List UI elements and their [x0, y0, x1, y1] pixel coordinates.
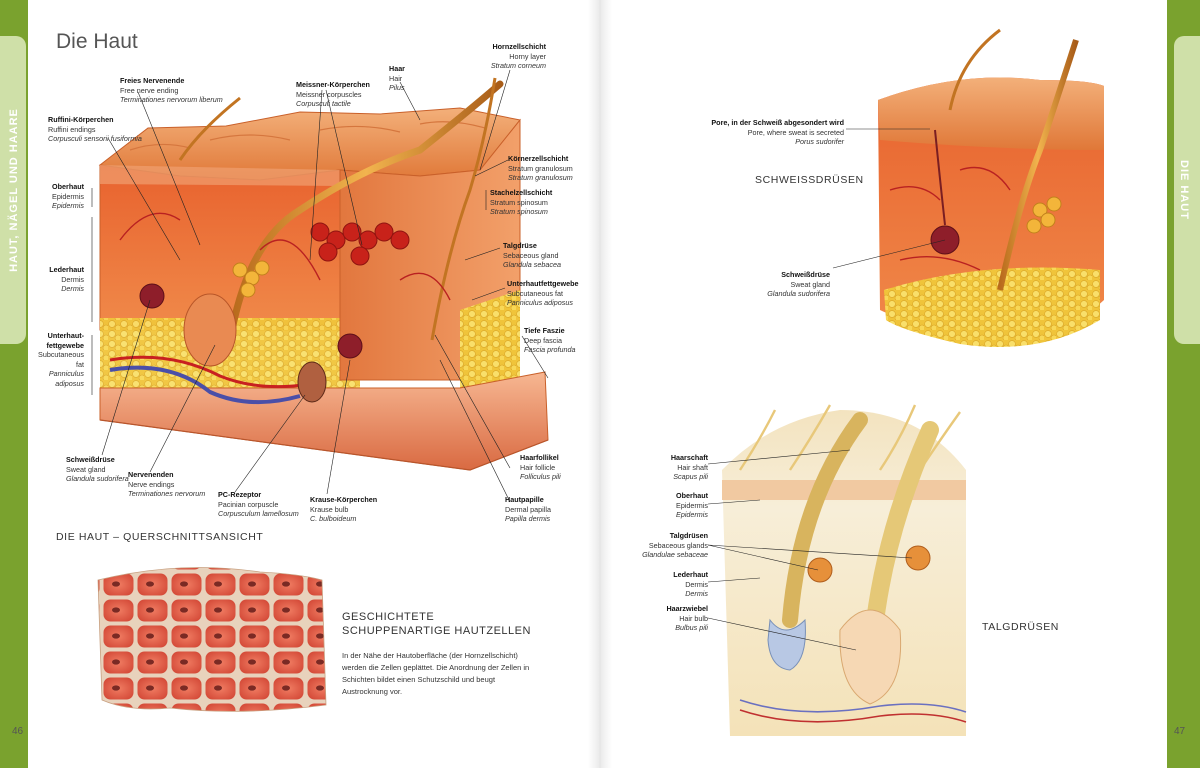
cells-body-text: In der Nähe der Hautoberfläche (der Horn…: [342, 651, 530, 696]
book-gutter: [588, 0, 612, 768]
section-sebaceous-glands: TALGDRÜSEN: [982, 621, 1059, 633]
section-sweat-glands: SCHWEISSDRÜSEN: [755, 174, 864, 186]
page-number-left: 46: [12, 726, 24, 737]
page-number-right: 47: [1174, 726, 1186, 737]
page-title: Die Haut: [56, 30, 138, 53]
section-cross-section: DIE HAUT – QUERSCHNITTSANSICHT: [56, 531, 264, 543]
left-tab-bubble: [0, 36, 26, 344]
cells-heading: GESCHICHTETE SCHUPPENARTIGE HAUTZELLEN: [342, 611, 531, 637]
right-tab-bubble: [1174, 36, 1200, 344]
